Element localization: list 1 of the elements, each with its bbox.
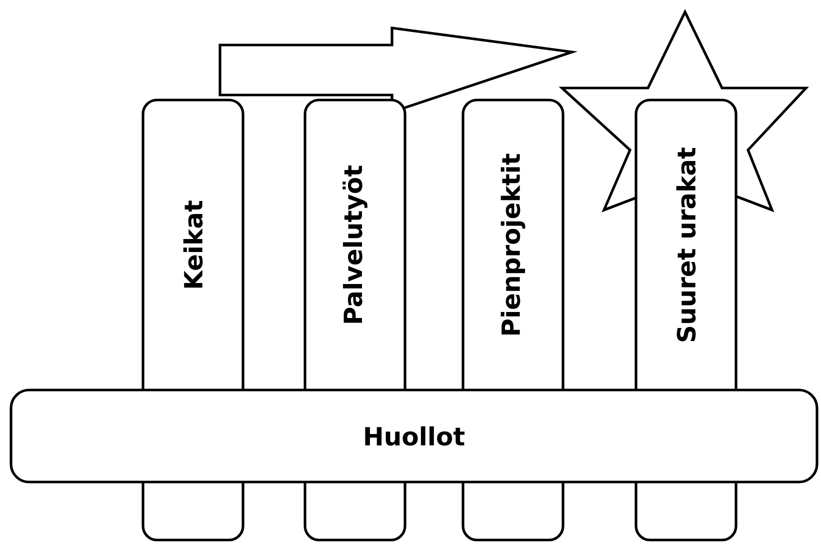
base-bar: Huollot [10,388,818,484]
